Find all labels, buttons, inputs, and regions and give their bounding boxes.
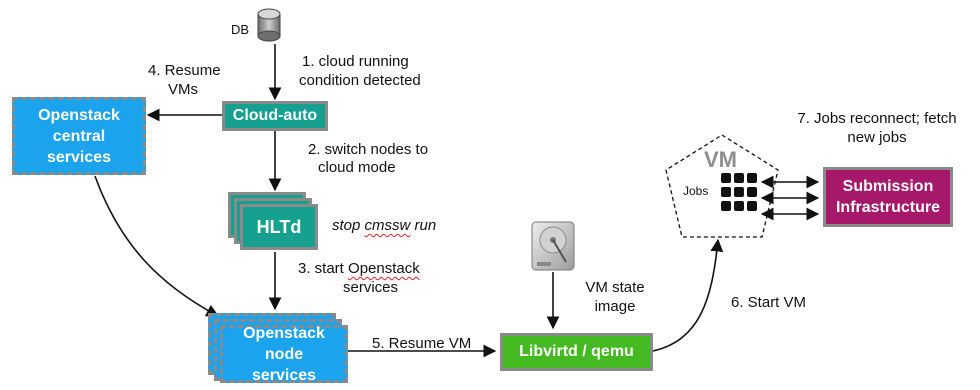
stop-suffix: run (410, 217, 437, 234)
libvirtd-qemu-box: Libvirtd / qemu (500, 333, 653, 371)
step3-line2: services (343, 279, 399, 296)
cloud-auto-label: Cloud-auto (232, 107, 318, 124)
step4-line1: 4. Resume (148, 62, 221, 79)
hltd-box: HLTd (240, 204, 318, 250)
db-label: DB (231, 22, 250, 37)
hltd-label: HLTd (256, 216, 302, 237)
step5-label: 5. Resume VM (372, 335, 472, 352)
openstack-node-services-label: Openstack node services (243, 324, 325, 384)
database-cylinder-icon (257, 8, 281, 42)
step7-line1: 7. Jobs reconnect; fetch (797, 110, 957, 127)
step6-label: 6. Start VM (731, 294, 807, 311)
vm-title: VM (704, 147, 737, 172)
step1-line2: condition detected (299, 72, 421, 89)
arrows (94, 44, 820, 358)
openstack-central-services-label: Openstack central services (38, 106, 120, 166)
vm-state-line2: image (594, 298, 636, 315)
submission-infrastructure-label: Submission Infrastructure (835, 178, 941, 216)
jobs-label: Jobs (683, 184, 709, 198)
hard-drive-icon (531, 221, 575, 271)
cloud-auto-box: Cloud-auto (222, 101, 328, 131)
step4-line2: VMs (168, 81, 198, 98)
step7-line2: new jobs (847, 129, 907, 146)
submission-infrastructure-box: Submission Infrastructure (823, 167, 953, 227)
libvirtd-qemu-label: Libvirtd / qemu (519, 343, 634, 360)
arrow-libvirtd-to-vm (652, 238, 724, 352)
step2-line1: 2. switch nodes to (308, 141, 429, 158)
step3-line1: 3. start Openstack (298, 259, 420, 278)
stop-word: cmssw (364, 217, 411, 234)
vm-state-line1: VM state (585, 279, 645, 296)
step3-openstack-word: Openstack (348, 260, 420, 277)
vm-pentagon (665, 134, 779, 238)
step1-line1: 1. cloud running (302, 53, 409, 70)
step2-line2: cloud mode (318, 159, 396, 176)
stop-prefix: stop (332, 217, 365, 234)
jobs-grid-icon (721, 173, 757, 211)
stop-cmssw-note: stop cmssw run (332, 216, 436, 235)
openstack-node-services-box: Openstack node services (220, 324, 348, 384)
arrow-central-to-node (94, 175, 220, 317)
openstack-central-services-box: Openstack central services (12, 97, 146, 175)
step3-prefix: 3. start (298, 260, 349, 277)
